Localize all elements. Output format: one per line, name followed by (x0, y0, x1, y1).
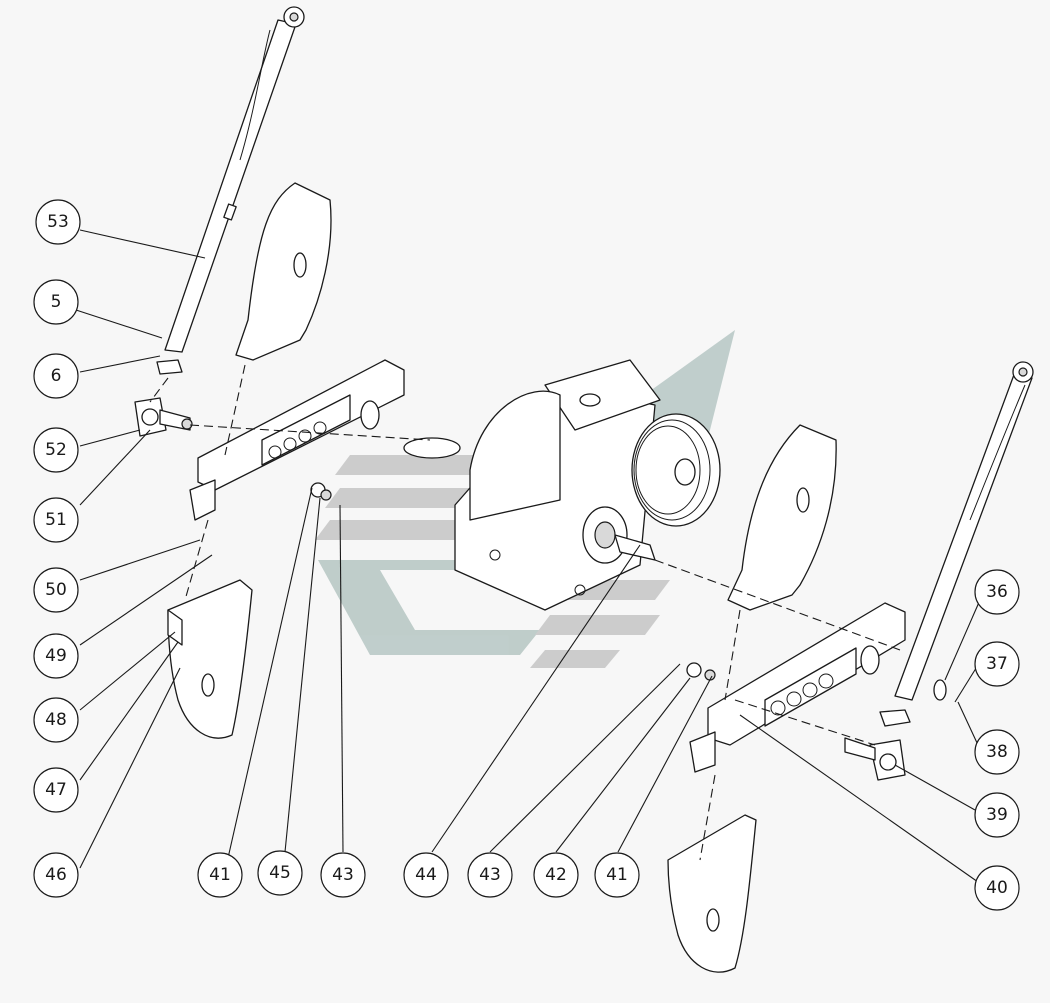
callout-c52: 52 (33, 427, 79, 473)
callout-c39: 39 (974, 792, 1020, 838)
upper-right-guard (727, 424, 837, 611)
callout-c41a: 41 (197, 852, 243, 898)
callout-c53: 53 (35, 199, 81, 245)
callout-circle (594, 852, 640, 898)
callout-label: 38 (986, 742, 1008, 762)
callout-label: 47 (45, 780, 67, 800)
callout-label: 41 (606, 865, 628, 885)
callout-circle (33, 767, 79, 813)
callout-label: 50 (45, 580, 67, 600)
callout-circle (467, 852, 513, 898)
callout-label: 37 (986, 654, 1008, 674)
callout-circle (320, 852, 366, 898)
callout-c44: 44 (403, 852, 449, 898)
callout-label: 52 (45, 440, 67, 460)
callout-circle (974, 569, 1020, 615)
callout-label: 6 (51, 366, 62, 386)
callout-c50: 50 (33, 567, 79, 613)
callout-label: 36 (986, 582, 1008, 602)
lower-right-guard (667, 814, 757, 973)
left-pivot-bracket (134, 397, 193, 437)
callout-c45: 45 (257, 850, 303, 896)
callout-c36: 36 (974, 569, 1020, 615)
callout-c37: 37 (974, 641, 1020, 687)
callout-label: 43 (479, 865, 501, 885)
callout-circle (33, 567, 79, 613)
callout-c42: 42 (533, 852, 579, 898)
callout-c38: 38 (974, 729, 1020, 775)
right-lever-arm (879, 361, 1034, 727)
right-frame-beam (686, 602, 906, 773)
callout-circle (974, 865, 1020, 911)
callout-label: 40 (986, 878, 1008, 898)
callout-label: 49 (45, 646, 67, 666)
callout-c47: 47 (33, 767, 79, 813)
callout-circle (33, 353, 79, 399)
leader-lines (75, 229, 981, 883)
callout-circle (33, 279, 79, 325)
callout-label: 39 (986, 805, 1008, 825)
callout-label: 43 (332, 865, 354, 885)
callout-circle (257, 850, 303, 896)
callout-circle (33, 427, 79, 473)
lower-left-guard (167, 579, 253, 739)
callout-label: 5 (51, 292, 62, 312)
callout-label: 51 (45, 510, 67, 530)
callout-c51: 51 (33, 497, 79, 543)
callout-label: 44 (415, 865, 437, 885)
callout-c49: 49 (33, 633, 79, 679)
callout-circle (974, 729, 1020, 775)
callout-c5: 5 (33, 279, 79, 325)
callout-label: 48 (45, 710, 67, 730)
callout-c41b: 41 (594, 852, 640, 898)
callout-label: 42 (545, 865, 567, 885)
callout-circle (35, 199, 81, 245)
callout-circle (974, 641, 1020, 687)
callout-circle (533, 852, 579, 898)
callout-circle (33, 633, 79, 679)
callout-circle (33, 852, 79, 898)
callout-c46: 46 (33, 852, 79, 898)
callout-label: 53 (47, 212, 69, 232)
callout-label: 41 (209, 865, 231, 885)
callout-label: 46 (45, 865, 67, 885)
callout-c43b: 43 (467, 852, 513, 898)
left-lever-arm (156, 6, 305, 375)
left-frame-beam (189, 359, 405, 521)
assembly-axes (149, 364, 901, 861)
callout-c48: 48 (33, 697, 79, 743)
callout-c43a: 43 (320, 852, 366, 898)
callout-circle (403, 852, 449, 898)
central-gearbox (403, 359, 721, 611)
callout-circle (974, 792, 1020, 838)
callout-circle (33, 497, 79, 543)
right-pivot-bracket (844, 679, 947, 781)
callout-bubbles: 53 5 6 52 51 50 49 48 47 46 41 45 43 44 43 42 41 36 37 38 39… (33, 199, 1020, 911)
callout-circle (197, 852, 243, 898)
callout-circle (33, 697, 79, 743)
upper-left-guard (235, 182, 332, 361)
callout-c40: 40 (974, 865, 1020, 911)
callout-c6: 6 (33, 353, 79, 399)
callout-label: 45 (269, 863, 291, 883)
